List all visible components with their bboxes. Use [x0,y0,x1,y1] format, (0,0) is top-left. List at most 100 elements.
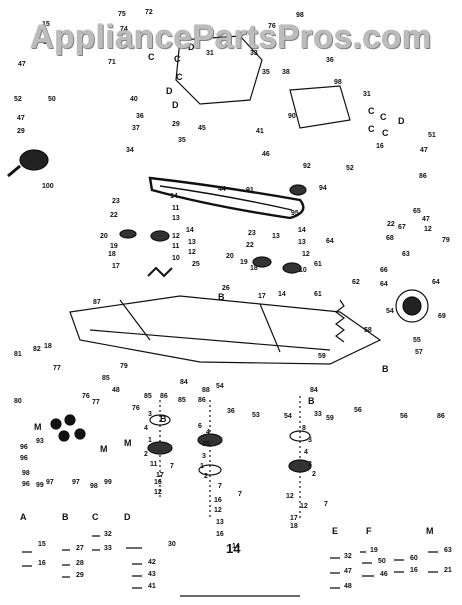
callout-16: 16 [410,567,418,574]
callout-D: D [166,86,173,96]
callout-23: 23 [248,230,256,237]
callout-86: 86 [198,397,206,404]
callout-100: 100 [42,183,54,190]
callout-46: 46 [262,151,270,158]
callout-32: 32 [104,531,112,538]
callout-7: 7 [170,463,174,470]
callout-47: 47 [344,568,352,575]
parts-line-art [7,35,438,597]
callout-2: 2 [204,473,208,480]
callout-84: 84 [310,387,318,394]
chassis-rail-part [89,329,331,351]
bolt-part [330,557,340,589]
callout-76: 76 [82,393,90,400]
callout-62: 62 [352,279,360,286]
callout-30: 30 [168,541,176,548]
callout-82: 82 [33,346,41,353]
callout-79: 79 [120,363,128,370]
callout-19: 19 [370,547,378,554]
callout-31: 31 [363,91,371,98]
callout-17: 17 [156,472,164,479]
callout-64: 64 [380,281,388,288]
bolt-part [92,535,100,551]
callout-76: 76 [268,23,276,30]
callout-A: A [20,512,27,522]
bolt-part [428,551,438,573]
callout-13: 13 [272,233,280,240]
callout-3: 3 [308,437,312,444]
callout-28: 28 [76,560,84,567]
bolt-part [394,559,404,573]
pulley-wheel-part [402,296,422,316]
callout-93: 93 [36,438,44,445]
callout-44: 44 [218,186,226,193]
spindle-bearing-part [289,430,311,442]
callout-61: 61 [314,291,322,298]
callout-60: 60 [410,555,418,562]
spindle-bearing-part [149,414,171,426]
callout-1: 1 [200,463,204,470]
callout-13: 13 [172,215,180,222]
callout-18: 18 [250,265,258,272]
callout-27: 27 [76,545,84,552]
callout-36: 36 [227,408,235,415]
callout-3: 3 [308,461,312,468]
callout-47: 47 [422,216,430,223]
callout-90: 90 [288,113,296,120]
callout-85: 85 [144,393,152,400]
callout-18: 18 [44,343,52,350]
chassis-rail-part [119,299,151,341]
callout-40: 40 [130,96,138,103]
callout-13: 13 [298,239,306,246]
callout-59: 59 [318,353,326,360]
callout-47: 47 [17,115,25,122]
callout-65: 65 [413,208,421,215]
motor-shaft-part [7,164,21,178]
callout-91: 91 [246,187,254,194]
figure-number: 14 [226,541,241,556]
callout-12: 12 [172,233,180,240]
spindle-bearing-part [198,464,222,476]
callout-10: 10 [299,267,307,274]
callout-75: 75 [118,11,126,18]
callout-95: 95 [291,210,299,217]
callout-19: 19 [240,259,248,266]
callout-7: 7 [324,501,328,508]
callout-94: 94 [319,185,327,192]
callout-C: C [368,106,375,116]
callout-69: 69 [438,313,446,320]
callout-87: 87 [93,299,101,306]
callout-54: 54 [386,308,394,315]
callout-64: 64 [432,279,440,286]
callout-14: 14 [278,291,286,298]
callout-7: 7 [218,483,222,490]
chassis-deck-part [69,295,382,365]
spindle-bearing-part [288,459,312,473]
callout-34: 34 [126,147,134,154]
callout-52: 52 [346,165,354,172]
callout-M: M [100,444,108,454]
pulley-part [150,230,170,242]
callout-6: 6 [198,423,202,430]
callout-M: M [124,438,132,448]
callout-B: B [382,364,389,374]
callout-18: 18 [290,523,298,530]
callout-B: B [160,414,167,424]
callout-14: 14 [298,227,306,234]
callout-38: 38 [282,69,290,76]
callout-C: C [174,54,181,64]
hub-part [58,430,70,442]
callout-31: 31 [43,39,51,46]
callout-C: C [148,52,155,62]
callout-4: 4 [144,425,148,432]
callout-86: 86 [437,413,445,420]
callout-12: 12 [424,226,432,233]
callout-54: 54 [284,413,292,420]
callout-D: D [398,116,405,126]
callout-3: 3 [202,453,206,460]
callout-85: 85 [102,375,110,382]
drive-belt-part [159,185,293,211]
callout-97: 97 [72,479,80,486]
